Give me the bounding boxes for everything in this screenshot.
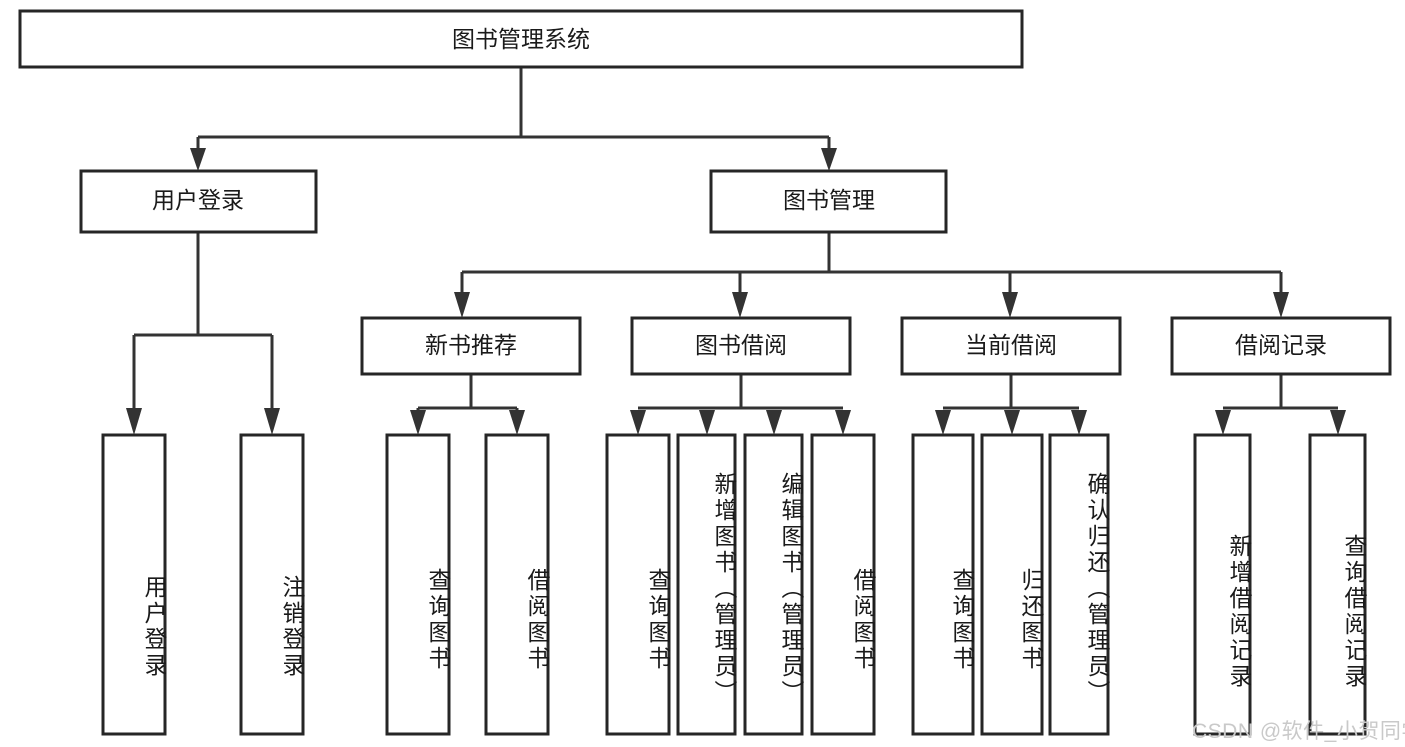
leaf-borrow-query-book-box[interactable] [605, 433, 671, 736]
leaf-borrow-edit-book-box[interactable] [743, 433, 804, 736]
arrow-head-borrow-add-book [699, 410, 715, 435]
arrow-head-borrow-query-book [630, 410, 646, 435]
arrow-head-borrow-record [1273, 292, 1289, 318]
arrow-head-leaf-user-logout [264, 408, 280, 435]
leaf-record-query-box[interactable] [1308, 433, 1367, 736]
node-root-box[interactable] [18, 9, 1024, 69]
leaf-recommend-query-book-box[interactable] [385, 433, 451, 736]
arrow-head-user-login [190, 148, 206, 171]
node-current-borrow-label: 当前借阅 [965, 332, 1057, 358]
connector-group-book-borrow [630, 374, 851, 435]
connector-group-user-login [126, 232, 280, 435]
leaf-borrow-add-book-box[interactable] [676, 433, 737, 736]
arrow-head-recommend-query-book [410, 410, 426, 435]
node-book-borrow-label: 图书借阅 [695, 332, 787, 358]
arrow-head-record-add [1215, 410, 1231, 435]
arrow-head-record-query [1330, 410, 1346, 435]
node-book-borrow-box[interactable] [630, 316, 852, 376]
node-borrow-record-label: 借阅记录 [1235, 332, 1327, 358]
node-borrow-record[interactable]: 借阅记录 [1170, 316, 1392, 376]
csdn-watermark: CSDN @软件_小贺同学 [1192, 720, 1405, 743]
node-borrow-record-box[interactable] [1170, 316, 1392, 376]
leaf-user-logout-box[interactable] [239, 433, 305, 736]
arrow-head-book-manage [821, 148, 837, 171]
leaf-current-return-book-box[interactable] [980, 433, 1044, 736]
connector-group-borrow-record [1215, 374, 1346, 435]
node-book-manage-box[interactable] [709, 169, 948, 234]
node-root[interactable]: 图书管理系统 [18, 9, 1024, 69]
node-user-login[interactable]: 用户登录 [79, 169, 318, 234]
arrow-head-leaf-user-login [126, 408, 142, 435]
node-book-manage[interactable]: 图书管理 [709, 169, 948, 234]
arrow-head-current-query-book [935, 410, 951, 435]
connector-group-current-borrow [935, 374, 1087, 435]
node-new-book-recommend-label: 新书推荐 [425, 332, 517, 358]
node-new-book-recommend-box[interactable] [360, 316, 582, 376]
node-current-borrow[interactable]: 当前借阅 [900, 316, 1122, 376]
leaf-current-confirm-return-box[interactable] [1048, 433, 1110, 736]
leaf-borrow-borrow-book-box[interactable] [810, 433, 876, 736]
arrow-head-current-confirm-return [1071, 410, 1087, 435]
node-root-label: 图书管理系统 [452, 26, 590, 52]
node-user-login-box[interactable] [79, 169, 318, 234]
leaf-record-add-box[interactable] [1193, 433, 1252, 736]
connector-group-new-book-recommend [410, 374, 525, 435]
leaf-user-login-box[interactable] [101, 433, 167, 736]
node-book-manage-label: 图书管理 [783, 187, 875, 213]
arrow-head-book-borrow [732, 292, 748, 318]
arrow-head-borrow-borrow-book [835, 410, 851, 435]
leaf-boxes [101, 433, 1367, 736]
arrow-head-recommend-borrow-book [509, 410, 525, 435]
arrow-head-current-return-book [1004, 410, 1020, 435]
node-new-book-recommend[interactable]: 新书推荐 [360, 316, 582, 376]
arrow-head-new-book-recommend [454, 292, 470, 318]
node-current-borrow-box[interactable] [900, 316, 1122, 376]
connector-group-book-manage [454, 232, 1289, 318]
node-book-borrow[interactable]: 图书借阅 [630, 316, 852, 376]
leaf-current-query-book-box[interactable] [911, 433, 975, 736]
arrow-head-current-borrow [1002, 292, 1018, 318]
connector-group-root [190, 67, 837, 171]
arrow-head-borrow-edit-book [766, 410, 782, 435]
leaf-recommend-borrow-book-box[interactable] [484, 433, 550, 736]
node-user-login-label: 用户登录 [152, 187, 244, 213]
